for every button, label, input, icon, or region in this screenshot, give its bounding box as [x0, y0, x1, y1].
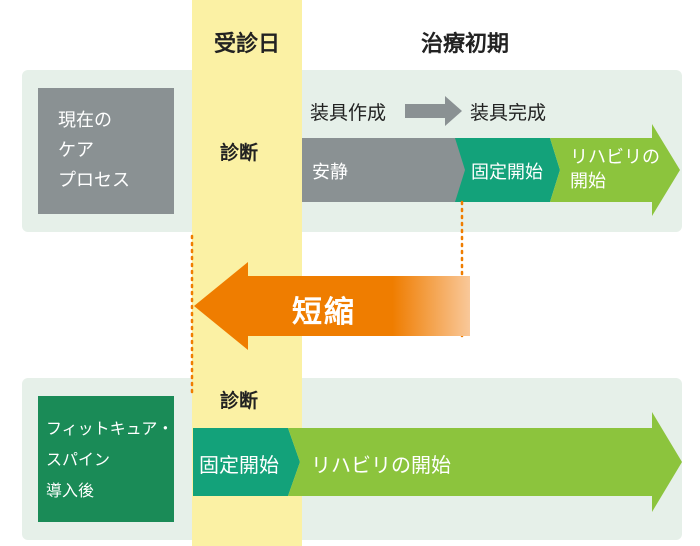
brace-progress-arrow [405, 96, 462, 126]
top-rehab-label-line2: 開始 [570, 171, 606, 192]
visit-day-header: 受診日 [214, 32, 281, 57]
after-intro-label-line1: フィットキュア・ [46, 418, 174, 438]
bottom-fixation-segment [193, 428, 300, 496]
bottom-fixation-label: 固定開始 [199, 453, 279, 477]
shortened-arrow [194, 262, 470, 350]
bottom-rehab-label: リハビリの開始 [311, 453, 451, 477]
rest-segment [302, 138, 468, 202]
initial-treatment-header: 治療初期 [421, 32, 510, 57]
top-rehab-label: リハビリの 開始 [570, 146, 660, 194]
top-rehab-label-line1: リハビリの [570, 147, 660, 168]
shortened-label: 短縮 [292, 295, 356, 330]
current-process-label-line2: ケア [58, 140, 94, 161]
top-diagnosis-label: 診断 [220, 142, 259, 164]
current-process-label-line3: プロセス [58, 170, 130, 191]
bottom-rehab-arrow [288, 412, 682, 512]
current-process-label-line1: 現在の [58, 110, 112, 131]
bottom-diagnosis-label: 診断 [220, 390, 259, 412]
rest-label: 安静 [312, 162, 348, 183]
top-fixation-segment [455, 138, 560, 202]
current-process-box: 現在の ケア プロセス [38, 88, 174, 214]
after-intro-box: フィットキュア・ スパイン 導入後 [38, 396, 174, 522]
top-rehab-arrow [550, 124, 680, 216]
after-intro-label-line3: 導入後 [46, 480, 95, 500]
top-fixation-label: 固定開始 [471, 162, 543, 183]
brace-done-label: 装具完成 [470, 102, 547, 124]
brace-making-label: 装具作成 [310, 102, 387, 124]
after-intro-label-line2: スパイン [46, 449, 111, 469]
